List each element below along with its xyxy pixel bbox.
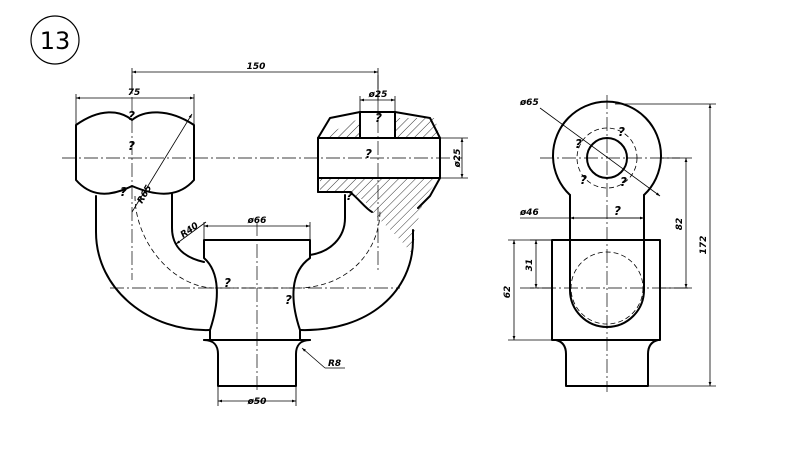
- figure-number: 13: [40, 27, 71, 55]
- question-mark: ?: [375, 111, 382, 125]
- dim-phi50: ø50: [217, 386, 297, 407]
- question-mark: ?: [614, 204, 621, 218]
- dim-r8: R8: [301, 347, 345, 369]
- dim-172: 172: [615, 103, 716, 387]
- svg-text:ø65: ø65: [519, 98, 539, 108]
- side-boss-rect: [551, 239, 661, 341]
- question-mark: ?: [128, 139, 135, 153]
- dim-phi46: ø46: [519, 208, 644, 220]
- svg-text:62: 62: [503, 286, 513, 299]
- u-pipe-outer-right: [299, 229, 414, 332]
- dim-phi66: ø66: [203, 216, 311, 240]
- dim-r40: R40: [175, 221, 207, 245]
- left-head-outline: [75, 111, 195, 195]
- svg-text:75: 75: [128, 88, 141, 98]
- svg-text:172: 172: [699, 236, 709, 255]
- section-hatch-upper: [320, 118, 360, 138]
- figure-number-circle: [30, 15, 80, 65]
- svg-text:ø50: ø50: [247, 397, 267, 407]
- svg-text:ø25: ø25: [453, 149, 463, 169]
- right-head-outline: [317, 111, 441, 209]
- question-mark: ?: [224, 276, 231, 290]
- side-view: ø65 ø46 82 172 31: [503, 95, 716, 392]
- question-mark: ?: [285, 293, 292, 307]
- front-view: 150 75 ø25 ø25 R65: [62, 62, 468, 407]
- u-pipe-outer: [95, 195, 211, 332]
- svg-text:R40: R40: [179, 221, 201, 240]
- dim-75: 75: [75, 88, 195, 125]
- svg-text:31: 31: [525, 259, 535, 272]
- question-mark: ?: [620, 175, 627, 189]
- svg-text:R8: R8: [328, 359, 341, 369]
- question-mark: ?: [346, 189, 353, 203]
- dim-150: 150: [131, 62, 379, 100]
- figure-number-badge: 13: [30, 15, 80, 65]
- dim-31: 31: [525, 239, 552, 289]
- question-mark: ?: [580, 173, 587, 187]
- svg-text:82: 82: [675, 218, 685, 231]
- u-pipe-inner-right: [309, 194, 346, 256]
- dim-phi25-top: ø25: [359, 90, 396, 112]
- dim-82: 82: [660, 157, 692, 289]
- svg-text:150: 150: [247, 62, 266, 72]
- question-mark: ?: [120, 185, 127, 199]
- svg-text:ø25: ø25: [368, 90, 388, 100]
- dim-phi65: ø65: [519, 98, 661, 197]
- right-head-lower-curve: [317, 191, 373, 213]
- u-pipe-inner: [171, 193, 205, 263]
- question-mark: ?: [128, 109, 135, 123]
- central-boss: [203, 239, 311, 341]
- dim-62: 62: [503, 239, 552, 341]
- question-mark: ?: [365, 147, 372, 161]
- section-hatch-upper-right: [395, 118, 440, 138]
- svg-text:R65: R65: [136, 184, 154, 206]
- dim-r65: R65: [131, 113, 193, 213]
- question-mark: ?: [575, 137, 582, 151]
- svg-text:ø66: ø66: [247, 216, 267, 226]
- svg-text:ø46: ø46: [519, 208, 539, 218]
- hidden-arc-lower: [134, 195, 381, 289]
- dim-phi25-side: ø25: [440, 137, 468, 179]
- question-mark: ?: [618, 125, 625, 139]
